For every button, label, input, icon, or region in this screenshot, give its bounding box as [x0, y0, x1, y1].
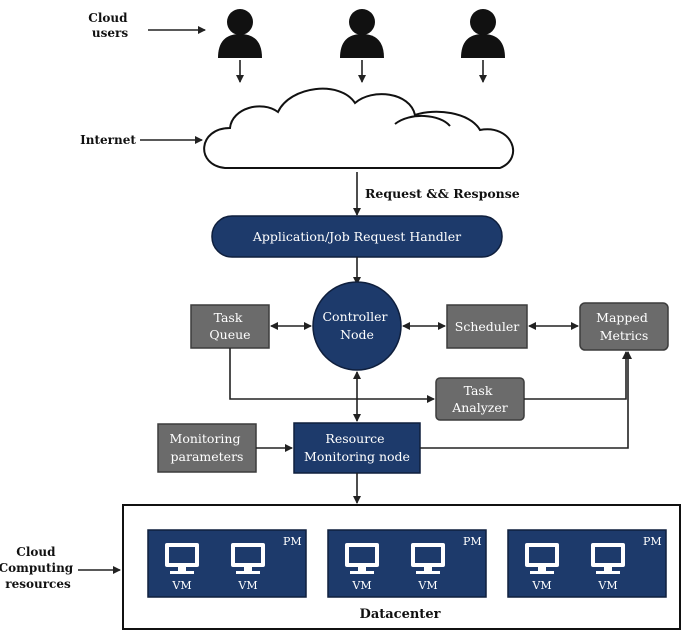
- pm-label-3: PM: [643, 535, 662, 548]
- vm-label: VM: [351, 579, 371, 592]
- queue-analyzer-arrow: [229, 348, 435, 403]
- mapped-metrics-box: [579, 302, 669, 351]
- user-icon-3: [461, 9, 505, 83]
- datacenter-label: Datacenter: [360, 607, 441, 622]
- app-request-handler-label: Application/Job Request Handler: [252, 229, 461, 244]
- pm-label-1: PM: [283, 535, 302, 548]
- monitoring-parameters-label: Monitoring parameters: [170, 431, 245, 464]
- internet-label: Internet: [80, 133, 136, 147]
- cloud-resources-label: Cloud Computing resources: [0, 545, 77, 591]
- task-queue-label: Task Queue: [209, 310, 250, 342]
- request-response-label: Request && Response: [365, 186, 520, 201]
- pm-label-2: PM: [463, 535, 482, 548]
- internet-cloud-shape: [203, 87, 514, 169]
- cloud-users-line2: users: [92, 26, 128, 40]
- vm-label: VM: [597, 579, 617, 592]
- pm-group-1: PM VM VM: [147, 529, 307, 598]
- task-analyzer-label: Task Analyzer: [451, 383, 508, 415]
- cloud-inner-curve: [394, 114, 451, 127]
- cloud-users-label: Cloud users: [88, 11, 131, 40]
- task-queue-box: [190, 304, 270, 349]
- resource-monitoring-node-label: Resource Monitoring node: [304, 431, 410, 464]
- vm-label: VM: [531, 579, 551, 592]
- user-icon-2: [340, 9, 384, 83]
- monitoring-metrics-arrow: [420, 351, 632, 449]
- analyzer-metrics-arrow: [524, 351, 630, 400]
- user-icon-1: [218, 9, 262, 83]
- vm-label: VM: [417, 579, 437, 592]
- scheduler-label: Scheduler: [455, 319, 519, 334]
- cloud-users-line1: Cloud: [88, 11, 128, 25]
- mapped-metrics-label: Mapped Metrics: [596, 310, 652, 343]
- pm-group-2: PM VM VM: [327, 529, 487, 598]
- pm-group-3: PM VM VM: [507, 529, 667, 598]
- controller-node-circle: [312, 281, 402, 371]
- scheduler-box: [446, 304, 528, 349]
- controller-node-label: Controller Node: [322, 309, 391, 342]
- vm-label: VM: [237, 579, 257, 592]
- vm-label: VM: [171, 579, 191, 592]
